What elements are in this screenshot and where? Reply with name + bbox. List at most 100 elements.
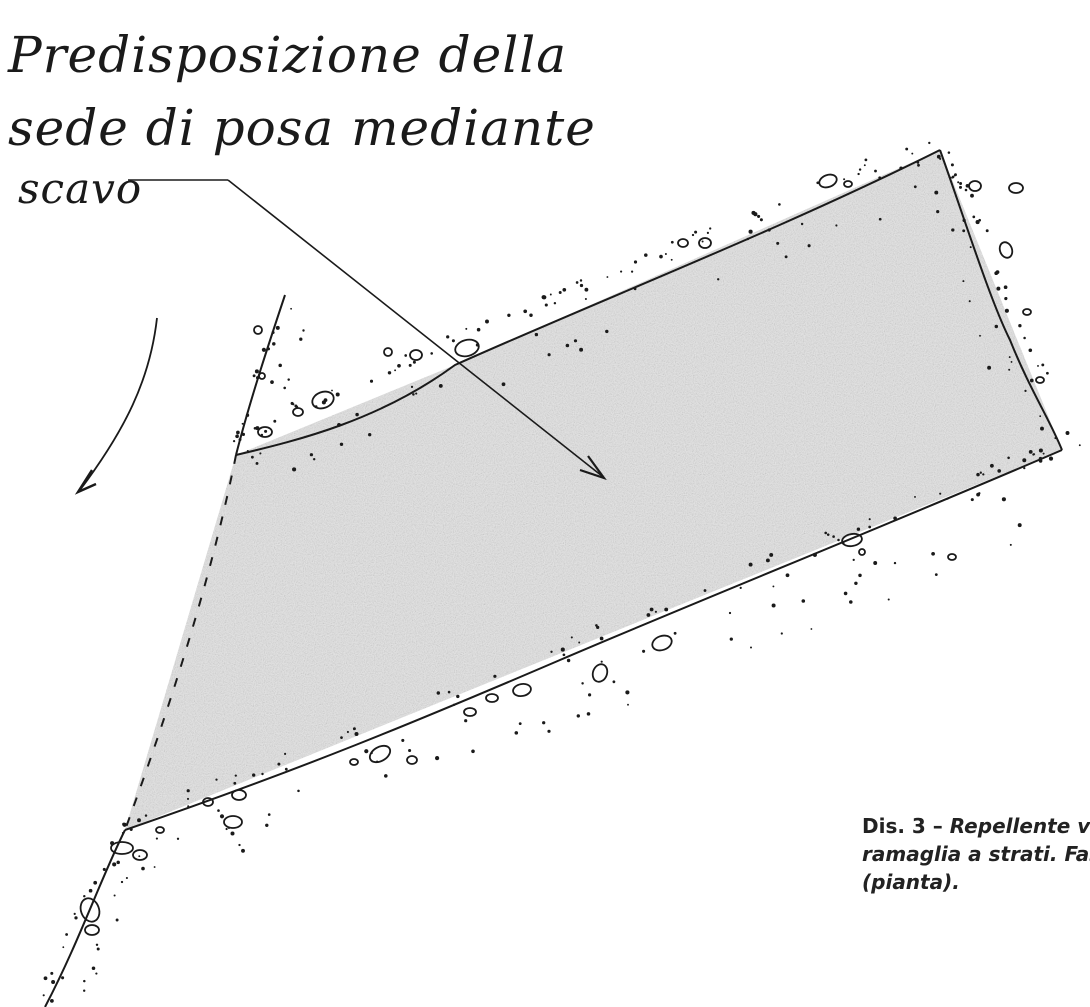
gravel-dot [979,471,982,474]
gravel-dot [1008,368,1011,371]
gravel-dot [115,918,119,922]
gravel-dot [947,151,951,154]
gravel-dot [749,646,753,649]
stone [409,349,423,361]
gravel-dot [290,307,292,310]
gravel-dot [370,751,373,755]
gravel-dot [996,286,1001,291]
gravel-dot [1029,378,1034,383]
gravel-dot [934,573,938,576]
gravel-dot [394,369,397,372]
gravel-dot [849,600,853,604]
gravel-dot [858,168,862,171]
gravel-dot [970,498,974,502]
gravel-dot [125,876,128,880]
gravel-dot [376,760,379,763]
gravel-dot [659,254,663,259]
gravel-dot [91,966,96,971]
gravel-dot [534,332,539,337]
gravel-dot [267,813,271,816]
gravel-dot [887,598,890,601]
gravel-dot [309,453,314,457]
gravel-dot [600,660,603,663]
gravel-dot [408,363,412,367]
gravel-dot [566,658,571,663]
gravel-dot [934,190,939,195]
gravel-dot [928,141,931,145]
gravel-dot [547,729,551,733]
upper-bank-line [235,294,286,456]
leader-arrow [128,179,607,481]
gravel-dot [994,324,999,329]
stone [698,237,712,249]
gravel-dot [260,433,264,437]
gravel-dot [401,738,405,742]
gravel-dot [633,287,637,291]
gravel-dot [581,682,584,685]
gravel-dot [562,287,567,292]
gravel-dot [810,628,813,630]
gravel-dot [595,624,598,627]
gravel-dot [259,452,262,455]
stone [843,180,853,188]
gravel-dot [1023,466,1026,470]
gravel-dot [765,558,770,563]
leader-arrowhead [579,455,607,481]
gravel-dot [219,814,225,819]
gravel-dot [800,222,804,226]
gravel-dot [558,291,562,294]
gravel-dot [137,818,141,823]
gravel-dot [346,730,349,734]
gravel-dot [116,860,120,865]
gravel-dot [297,789,300,793]
gravel-dot [873,561,878,565]
gravel-dot [1042,452,1045,455]
gravel-dot [1008,356,1011,359]
gravel-dot [1010,360,1013,363]
gravel-dot [542,721,546,725]
gravel-dot [430,352,433,355]
gravel-dot [436,691,441,695]
gravel-dot [95,972,98,975]
gravel-dot [646,613,651,617]
gravel-dot [916,161,920,164]
gravel-dot [1038,456,1043,461]
gravel-dot [241,432,245,436]
gravel-dot [186,789,190,793]
gravel-dot [410,385,414,388]
gravel-dot [948,176,952,179]
gravel-dot [550,650,553,653]
gravel-dot [729,637,733,641]
gravel-dot [832,535,835,538]
gravel-dot [1022,458,1027,463]
gravel-dot [299,337,303,341]
gravel-dot [368,433,372,437]
gravel-dot [1007,456,1010,460]
gravel-dot [868,525,872,529]
lower-bank-line [44,829,126,1007]
stone [202,797,214,807]
caption-line-2: ramaglia a strati. Fas [862,842,1090,866]
gravel-dot [911,152,914,155]
gravel-dot [1004,297,1008,301]
gravel-dot [254,369,259,374]
gravel-dot [364,749,369,754]
gravel-dot [917,163,920,167]
gravel-dot [412,393,415,396]
gravel-dot [273,419,277,423]
gravel-dot [270,380,274,384]
gravel-dot [120,880,124,884]
gravel-dot [547,353,551,357]
gravel-dot [275,325,280,330]
gravel-dot [337,422,341,427]
lower-edge [124,449,1063,831]
gravel-dot [709,227,712,230]
gravel-dot [465,327,468,330]
gravel-dot [93,880,98,885]
gravel-dot [138,855,141,858]
gravel-dot [599,636,604,641]
gravel-dot [352,727,356,731]
gravel-dot [951,176,954,179]
gravel-dot [452,703,456,706]
stone [79,897,101,923]
